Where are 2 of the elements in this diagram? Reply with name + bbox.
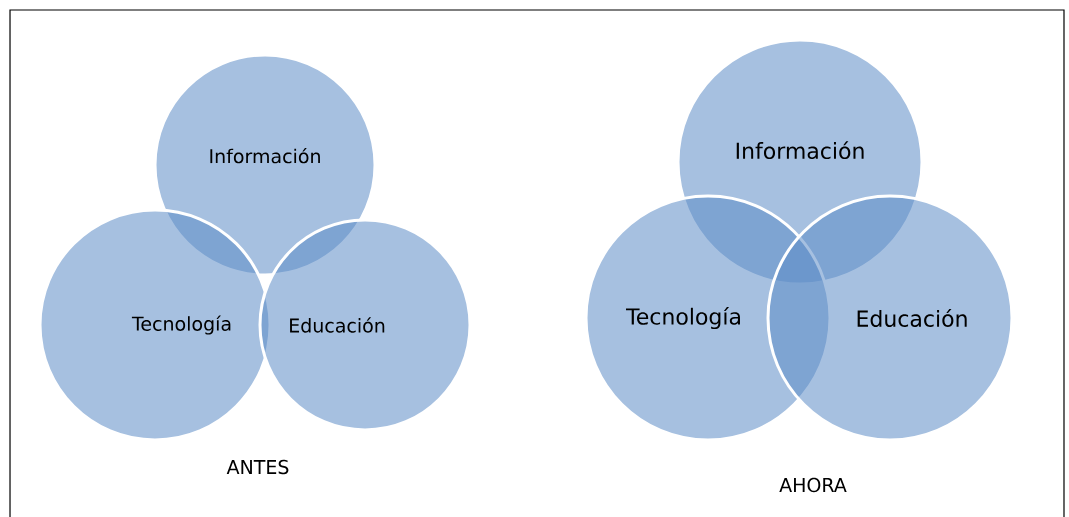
caption-text: AHORA: [779, 477, 847, 493]
caption-text: ANTES: [226, 459, 289, 475]
